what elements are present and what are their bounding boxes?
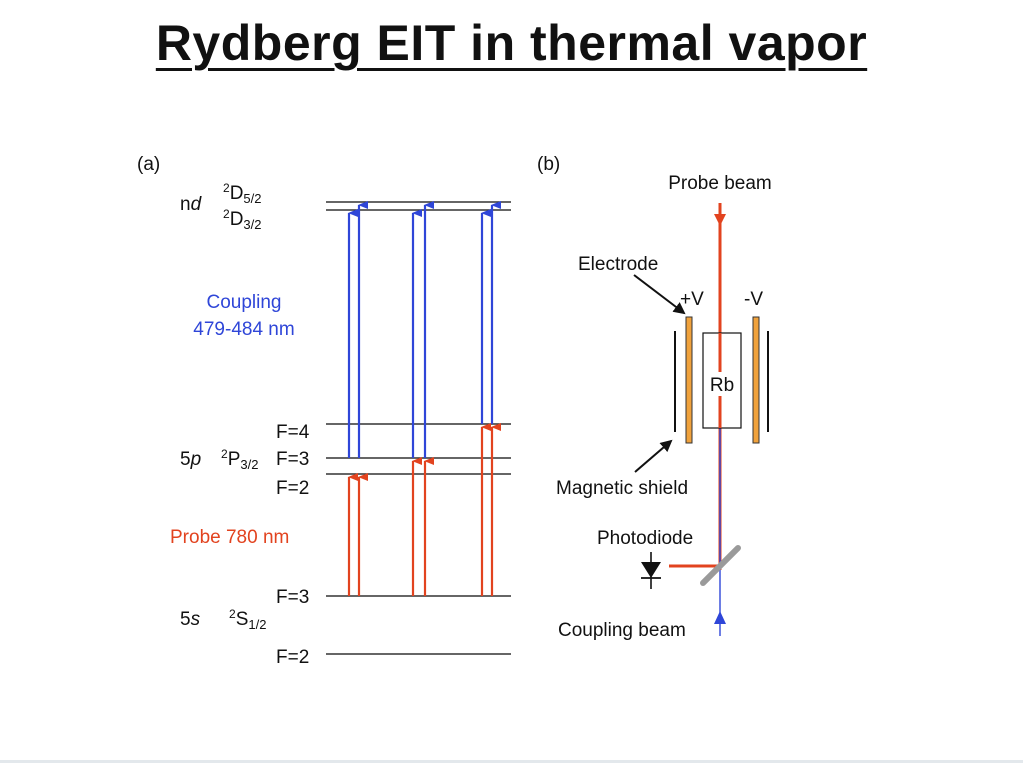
coupling-label: Coupling: [207, 292, 282, 313]
s-f2-label: F=2: [276, 647, 309, 668]
panel-b-tag: (b): [537, 154, 560, 175]
panel-b: (b) Rb Probe beam Electrode +V: [537, 154, 772, 641]
p-f4-label: F=4: [276, 422, 310, 443]
panel-a-tag: (a): [137, 154, 160, 175]
p-state-label: 5p: [180, 449, 201, 470]
d32-term-label: 2D3/2: [223, 207, 262, 232]
electrode-minus: [752, 316, 760, 444]
panel-a: (a) nd 2D5/2 2D3/2 Coupling 479-484 nm F…: [137, 154, 511, 668]
footer-divider: [0, 760, 1023, 763]
probe-beam-arrow-icon: [714, 214, 726, 226]
probe-beam-label: Probe beam: [668, 173, 772, 194]
plus-v-label: +V: [680, 289, 704, 310]
photodiode-label: Photodiode: [597, 528, 693, 549]
coupling-beam-arrow-icon: [714, 611, 726, 624]
electrode-plus: [685, 316, 693, 444]
photodiode-icon: [641, 562, 661, 578]
rb-label: Rb: [710, 375, 734, 396]
nd-state-label: nd: [180, 194, 203, 215]
s-f3-label: F=3: [276, 587, 309, 608]
rb-label-backdrop: [708, 372, 736, 396]
s12-term-label: 2S1/2: [229, 607, 266, 632]
s-state-label: 5s: [180, 609, 201, 630]
p-f3-label: F=3: [276, 449, 309, 470]
p-f2-label: F=2: [276, 478, 309, 499]
d52-term-label: 2D5/2: [223, 181, 262, 206]
minus-v-label: -V: [744, 289, 763, 310]
coupling-beam-label: Coupling beam: [558, 620, 686, 641]
probe-label: Probe 780 nm: [170, 527, 289, 548]
coupling-wavelength-label: 479-484 nm: [193, 319, 294, 340]
mirror: [700, 545, 741, 586]
electrode-pointer-arrow: [633, 274, 686, 315]
p32-term-label: 2P3/2: [221, 447, 258, 472]
electrode-label: Electrode: [578, 254, 658, 275]
slide-title: Rydberg EIT in thermal vapor: [155, 15, 868, 71]
magnetic-shield-label: Magnetic shield: [556, 478, 688, 499]
shield-pointer-arrow: [634, 439, 673, 473]
